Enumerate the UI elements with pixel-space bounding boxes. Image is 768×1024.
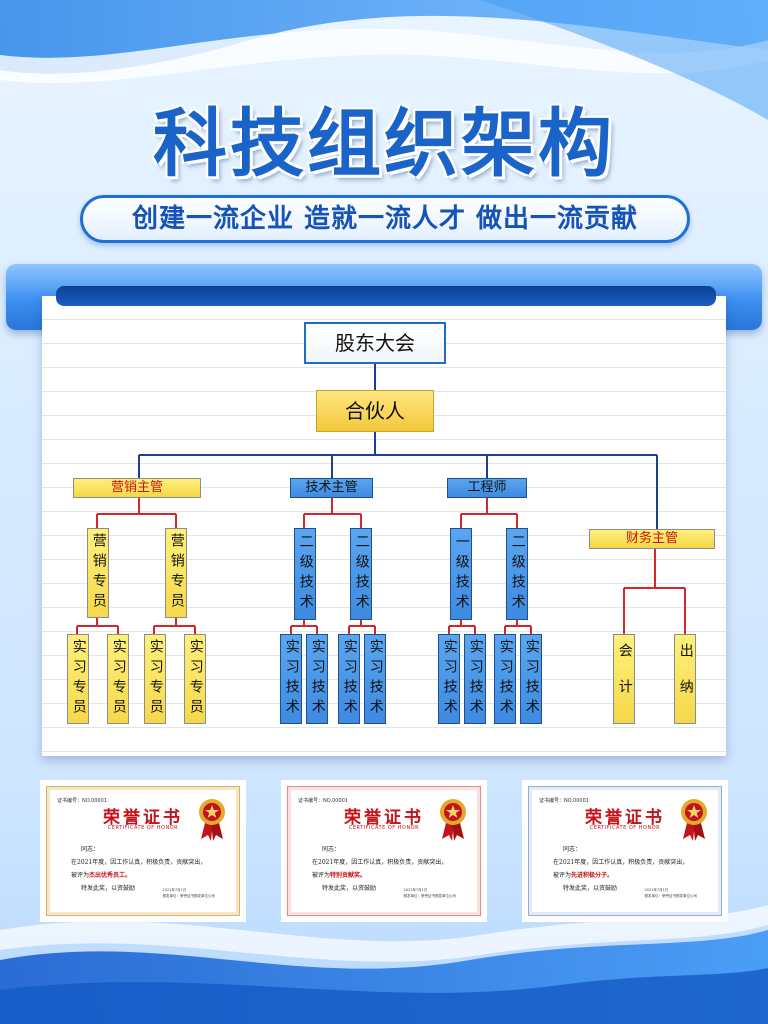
certificate-title: 荣誉证书: [344, 808, 424, 828]
certificate-salutation: 同志：: [81, 846, 100, 853]
certificate-text: 在2021年度，因工作认真，积极负责，贡献突出，: [312, 859, 448, 866]
certificate-org: 颁发单位：荣誉证书颁发单位公司: [162, 894, 216, 898]
roller-slot: [56, 286, 716, 306]
certificate-date: 2021年7月1日: [403, 888, 428, 892]
certificate-org: 颁发单位：荣誉证书颁发单位公司: [644, 894, 698, 898]
node-accountant: 会计: [613, 634, 635, 724]
node-tech-intern: 实习技术: [364, 634, 386, 724]
certificate-frame: 证书编号：NO.00001 荣誉证书 CERTIFICATE OF HONOR …: [46, 786, 240, 916]
node-cashier: 出纳: [674, 634, 696, 724]
certificate-number: 证书编号：NO.00001: [298, 798, 348, 804]
node-level2-tech: 二级技术: [294, 528, 316, 620]
node-engineer: 工程师: [447, 478, 527, 498]
node-marketing-manager: 营销主管: [73, 478, 201, 498]
node-shareholders-meeting: 股东大会: [304, 322, 446, 364]
certificate-subtitle: CERTIFICATE OF HONOR: [589, 825, 661, 831]
certificate-org: 颁发单位：荣誉证书颁发单位公司: [403, 894, 457, 898]
certificate-award-line: 被评为特别贡献奖。: [312, 869, 470, 882]
certificate-text: 在2021年度，因工作认真，积极负责，贡献突出，: [71, 859, 207, 866]
certificate-closing: 特发此奖，以资鼓励: [322, 885, 377, 892]
certificate-award-prefix: 被评为: [312, 872, 331, 879]
certificate-award-prefix: 被评为: [553, 872, 572, 879]
node-tech-intern: 实习技术: [338, 634, 360, 724]
medal-icon: [440, 799, 466, 841]
certificate-date: 2021年7月1日: [162, 888, 187, 892]
node-partner: 合伙人: [316, 390, 434, 432]
medal-icon: [199, 799, 225, 841]
page-title: 科技组织架构: [153, 101, 615, 187]
certificate-number: 证书编号：NO.00001: [539, 798, 589, 804]
certificate-salutation: 同志：: [322, 846, 341, 853]
certificate-award: 杰出优秀员工。: [89, 872, 132, 879]
node-tech-intern: 实习技术: [464, 634, 486, 724]
certificate-body: 同志： 在2021年度，因工作认真，积极负责，贡献突出， 被评为杰出优秀员工。 …: [71, 843, 229, 895]
certificate-signature: 2021年7月1日 颁发单位：荣誉证书颁发单位公司: [645, 887, 698, 899]
node-tech-intern: 实习技术: [520, 634, 542, 724]
slogan-banner: 创建一流企业 造就一流人才 做出一流贡献: [80, 195, 690, 243]
node-marketing-intern: 实习专员: [67, 634, 89, 724]
certificate-body: 同志： 在2021年度，因工作认真，积极负责，贡献突出， 被评为先进积极分子。 …: [553, 843, 711, 895]
node-marketing-intern: 实习专员: [107, 634, 129, 724]
honor-certificate: 证书编号：NO.00001 荣誉证书 CERTIFICATE OF HONOR …: [281, 780, 487, 922]
certificate-award: 特别贡献奖。: [330, 872, 367, 879]
certificate-body: 同志： 在2021年度，因工作认真，积极负责，贡献突出， 被评为特别贡献奖。 特…: [312, 843, 470, 895]
certificate-signature: 2021年7月1日 颁发单位：荣誉证书颁发单位公司: [163, 887, 216, 899]
certificate-text: 在2021年度，因工作认真，积极负责，贡献突出，: [553, 859, 689, 866]
certificate-subtitle: CERTIFICATE OF HONOR: [348, 825, 420, 831]
node-marketing-specialist: 营销专员: [87, 528, 109, 618]
certificate-closing: 特发此奖，以资鼓励: [81, 885, 136, 892]
node-tech-intern: 实习技术: [306, 634, 328, 724]
certificate-award-line: 被评为先进积极分子。: [553, 869, 711, 882]
node-tech-intern: 实习技术: [438, 634, 460, 724]
certificate-signature: 2021年7月1日 颁发单位：荣誉证书颁发单位公司: [404, 887, 457, 899]
certificate-date: 2021年7月1日: [644, 888, 669, 892]
node-tech-intern: 实习技术: [494, 634, 516, 724]
certificate-frame: 证书编号：NO.00001 荣誉证书 CERTIFICATE OF HONOR …: [287, 786, 481, 916]
node-level1-tech: 一级技术: [450, 528, 472, 620]
honor-certificate: 证书编号：NO.00001 荣誉证书 CERTIFICATE OF HONOR …: [40, 780, 246, 922]
node-level2-tech: 二级技术: [506, 528, 528, 620]
certificate-frame: 证书编号：NO.00001 荣誉证书 CERTIFICATE OF HONOR …: [528, 786, 722, 916]
honor-certificate: 证书编号：NO.00001 荣誉证书 CERTIFICATE OF HONOR …: [522, 780, 728, 922]
medal-icon: [681, 799, 707, 841]
node-marketing-intern: 实习专员: [144, 634, 166, 724]
node-tech-manager: 技术主管: [290, 478, 373, 498]
certificate-title: 荣誉证书: [103, 808, 183, 828]
certificate-salutation: 同志：: [563, 846, 582, 853]
certificate-subtitle: CERTIFICATE OF HONOR: [107, 825, 179, 831]
certificate-closing: 特发此奖，以资鼓励: [563, 885, 618, 892]
node-finance-manager: 财务主管: [589, 529, 715, 549]
certificate-award: 先进积极分子。: [571, 872, 614, 879]
certificate-award-prefix: 被评为: [71, 872, 90, 879]
node-marketing-specialist: 营销专员: [165, 528, 187, 618]
node-tech-intern: 实习技术: [280, 634, 302, 724]
certificate-number: 证书编号：NO.00001: [57, 798, 107, 804]
node-level2-tech: 二级技术: [350, 528, 372, 620]
node-marketing-intern: 实习专员: [184, 634, 206, 724]
certificate-title: 荣誉证书: [585, 808, 665, 828]
certificate-award-line: 被评为杰出优秀员工。: [71, 869, 229, 882]
